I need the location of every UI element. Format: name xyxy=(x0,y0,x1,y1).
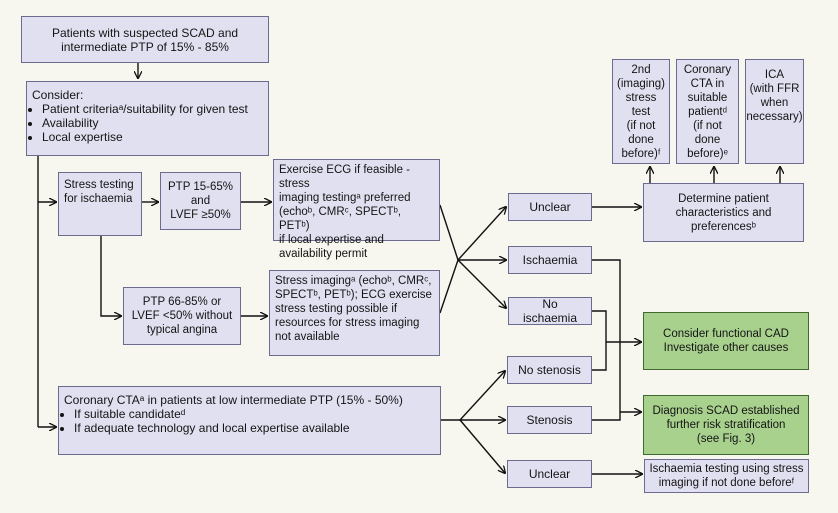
box-ischaemia-testing-line: Ischaemia testing using stress xyxy=(649,463,804,475)
box-start: Patients with suspected SCAD and interme… xyxy=(21,16,269,63)
box-ptp-high-line: LVEF <50% without xyxy=(131,310,233,322)
box-stress-imaging-line: SPECTᵇ, PETᵇ); ECG exercise xyxy=(275,289,432,301)
box-coronary-cta: Coronary CTA in suitable patientᵈ (if no… xyxy=(676,59,739,164)
box-ischaemia-testing-line: imaging if not done beforeᶠ xyxy=(658,477,795,489)
box-2nd-stress-test-line: (if not xyxy=(626,119,656,132)
box-stress-testing: Stress testing for ischaemia xyxy=(58,172,142,236)
box-exercise-ecg-line: Exercise ECG if feasible - stress xyxy=(279,164,411,190)
box-2nd-stress-test: 2nd (imaging) stress test (if not done b… xyxy=(612,59,670,164)
exercise-ecg-to-junction xyxy=(439,204,459,261)
box-consider-item: Patient criteriaᵃ/suitability for given … xyxy=(42,102,263,116)
box-determine-line: preferencesᵇ xyxy=(690,220,757,233)
box-stress-imaging-line: not available xyxy=(275,331,340,343)
box-determine-line: Determine patient xyxy=(678,192,769,205)
box-stress-imaging-line: resources for stress imaging xyxy=(275,317,420,329)
arrow-to-no-ischaemia xyxy=(457,259,506,308)
box-ica-line: necessary) xyxy=(746,111,803,123)
box-ptp-high-line: typical angina xyxy=(146,324,218,336)
box-cta-title: Coronary CTAᵃ in patients at low interme… xyxy=(64,393,403,407)
box-ptp-low-line: PTP 15-65% xyxy=(168,181,233,193)
box-stress-imaging: Stress imagingᵃ (echoᵇ, CMRᶜ, SPECTᵇ, PE… xyxy=(269,270,440,356)
box-determine-line: characteristics and xyxy=(675,206,772,219)
box-no-stenosis-label: No stenosis xyxy=(518,363,581,377)
box-coronary-cta-line: before)ᵉ xyxy=(687,147,728,160)
arrow-to-unclear-top xyxy=(457,207,506,261)
box-ptp-high-line: PTP 66-85% or xyxy=(142,296,222,308)
box-stress-imaging-line: Stress imagingᵃ (echoᵇ, CMRᶜ, xyxy=(275,275,432,287)
box-diagnosis-line: (see Fig. 3) xyxy=(696,433,756,445)
box-stress-imaging-line: stress testing possible if xyxy=(275,303,398,315)
box-determine: Determine patient characteristics and pr… xyxy=(643,183,804,242)
box-start-line: Patients with suspected SCAD and xyxy=(51,25,239,40)
arrow-to-unclear-bottom xyxy=(459,419,505,473)
box-exercise-ecg-line: availability permit xyxy=(279,248,368,260)
box-exercise-ecg-line: (echoᵇ, CMRᶜ, SPECTᵇ, PETᵇ) xyxy=(279,206,402,232)
box-consider-item: Local expertise xyxy=(42,130,263,144)
box-unclear-top: Unclear xyxy=(508,193,592,221)
box-unclear-bottom-label: Unclear xyxy=(528,467,571,481)
box-ica: ICA (with FFR when necessary) xyxy=(745,59,804,164)
box-no-ischaemia-label: No ischaemia xyxy=(522,297,578,325)
box-cta-list: If suitable candidateᵈ If adequate techn… xyxy=(64,407,435,435)
box-exercise-ecg-line: imaging testingᵃ preferred xyxy=(279,192,411,204)
box-no-ischaemia: No ischaemia xyxy=(508,297,592,325)
box-consider-item: Availability xyxy=(42,116,263,130)
box-functional-cad-line: Investigate other causes xyxy=(663,342,789,354)
no-ischaemia-to-merge xyxy=(592,310,607,342)
box-coronary-cta-line: CTA in xyxy=(690,77,725,90)
box-cta: Coronary CTAᵃ in patients at low interme… xyxy=(58,386,441,455)
box-diagnosis-line: further risk stratification xyxy=(666,419,786,431)
box-ptp-high: PTP 66-85% or LVEF <50% without typical … xyxy=(123,287,241,345)
box-coronary-cta-line: Coronary xyxy=(683,63,732,76)
box-2nd-stress-test-line: stress test xyxy=(625,91,657,118)
box-ischaemia-testing: Ischaemia testing using stress imaging i… xyxy=(644,459,809,493)
box-stress-testing-line: for ischaemia xyxy=(64,193,133,205)
box-ica-line: (with FFR xyxy=(749,83,800,95)
box-ica-line: ICA xyxy=(764,69,785,81)
no-stenosis-to-merge xyxy=(592,342,607,371)
box-stenosis-label: Stenosis xyxy=(526,413,573,427)
box-coronary-cta-line: suitable xyxy=(687,91,728,104)
box-ptp-low: PTP 15-65% and LVEF ≥50% xyxy=(160,172,241,230)
box-consider: Consider: Patient criteriaᵃ/suitability … xyxy=(26,81,269,156)
box-exercise-ecg-line: if local expertise and xyxy=(279,234,384,246)
stress-imaging-to-junction xyxy=(439,259,459,314)
box-ica-line: when xyxy=(760,97,789,109)
box-ischaemia: Ischaemia xyxy=(508,246,592,274)
box-coronary-cta-line: (if not done xyxy=(693,119,722,146)
box-no-stenosis: No stenosis xyxy=(507,356,592,384)
box-functional-cad-line: Consider functional CAD xyxy=(663,328,789,340)
box-ptp-low-line: and xyxy=(190,195,211,207)
box-coronary-cta-line: patientᵈ xyxy=(688,105,727,118)
box-2nd-stress-test-line: done xyxy=(628,133,654,146)
box-stress-testing-line: Stress testing xyxy=(64,179,134,191)
box-exercise-ecg: Exercise ECG if feasible - stress imagin… xyxy=(273,159,440,260)
arrow-to-no-stenosis xyxy=(459,371,505,421)
box-unclear-top-label: Unclear xyxy=(529,200,571,214)
box-2nd-stress-test-line: before)ᶠ xyxy=(621,147,661,160)
box-consider-title: Consider: xyxy=(32,88,84,102)
box-cta-item: If suitable candidateᵈ xyxy=(74,407,435,421)
box-diagnosis: Diagnosis SCAD established further risk … xyxy=(643,395,809,455)
box-2nd-stress-test-line: (imaging) xyxy=(617,77,665,90)
box-start-line: intermediate PTP of 15% - 85% xyxy=(61,39,229,54)
ischaemia-to-diagnosis xyxy=(592,259,621,412)
box-2nd-stress-test-line: 2nd xyxy=(631,63,651,76)
box-ptp-low-line: LVEF ≥50% xyxy=(170,209,231,221)
box-diagnosis-line: Diagnosis SCAD established xyxy=(652,405,800,417)
box-ischaemia-label: Ischaemia xyxy=(522,253,578,267)
box-functional-cad: Consider functional CAD Investigate othe… xyxy=(643,312,809,370)
stenosis-to-diagnosis xyxy=(592,412,621,421)
box-consider-list: Patient criteriaᵃ/suitability for given … xyxy=(32,102,263,144)
arrow-to-ptp-high xyxy=(100,236,121,316)
box-cta-item: If adequate technology and local experti… xyxy=(74,421,435,435)
box-unclear-bottom: Unclear xyxy=(507,460,592,488)
box-stenosis: Stenosis xyxy=(507,406,592,434)
